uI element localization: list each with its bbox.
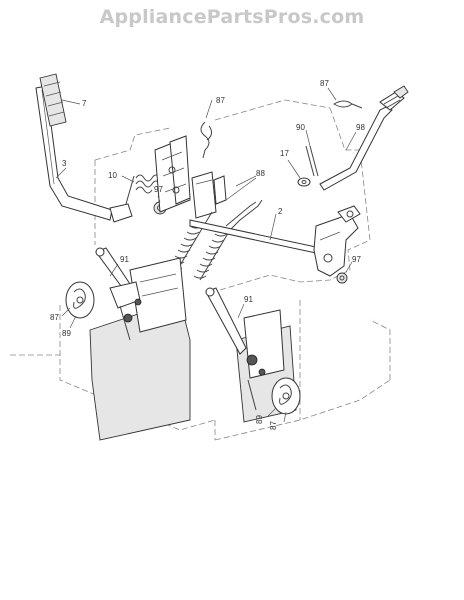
hairpin-clip-part-87-right [333, 100, 363, 109]
callout-91-left: 91 [120, 255, 129, 264]
callout-91-right: 91 [244, 295, 253, 304]
callout-2: 2 [278, 207, 283, 216]
callout-87-top: 87 [216, 96, 225, 105]
callout-98: 98 [356, 123, 365, 132]
torsion-spring-part-10 [125, 174, 161, 205]
callout-87-bottom: 87 [269, 421, 278, 430]
left-clip-detail-circle [65, 281, 95, 319]
center-pivot-bracket [154, 135, 227, 219]
callout-leaders [55, 87, 357, 423]
extension-spring-part-88-right [193, 199, 263, 281]
callout-10: 10 [108, 171, 117, 180]
right-deck-mount [205, 287, 297, 423]
right-clip-detail-circle [271, 377, 301, 415]
handle-grip-part-7 [39, 73, 67, 127]
callout-88: 88 [256, 169, 265, 178]
watermark-text: AppliancePartsPros.com [99, 6, 365, 28]
nut-part-97-right [336, 272, 348, 284]
right-pivot-bracket [313, 205, 361, 277]
callout-labels: 7 87 87 3 10 97 88 2 90 98 17 97 91 87 8… [50, 79, 365, 430]
callout-87-left: 87 [50, 313, 59, 322]
hairpin-clip-part-87-top [200, 121, 213, 159]
handle-end-cap [109, 203, 133, 223]
callout-7: 7 [82, 99, 87, 108]
callout-97-right: 97 [352, 255, 361, 264]
callout-3: 3 [62, 159, 67, 168]
callout-87-right: 87 [320, 79, 329, 88]
callout-90: 90 [296, 123, 305, 132]
callout-89-right: 89 [255, 415, 264, 424]
callout-97-left: 97 [154, 185, 163, 194]
left-deck-mount [89, 247, 191, 441]
callout-17: 17 [280, 149, 289, 158]
callout-89-left: 89 [62, 329, 71, 338]
cross-shaft-part-2 [189, 219, 331, 257]
spring-pin-part-90 [305, 145, 319, 177]
washer-part-17 [297, 177, 311, 187]
adjustment-rod-part-98 [319, 85, 409, 191]
